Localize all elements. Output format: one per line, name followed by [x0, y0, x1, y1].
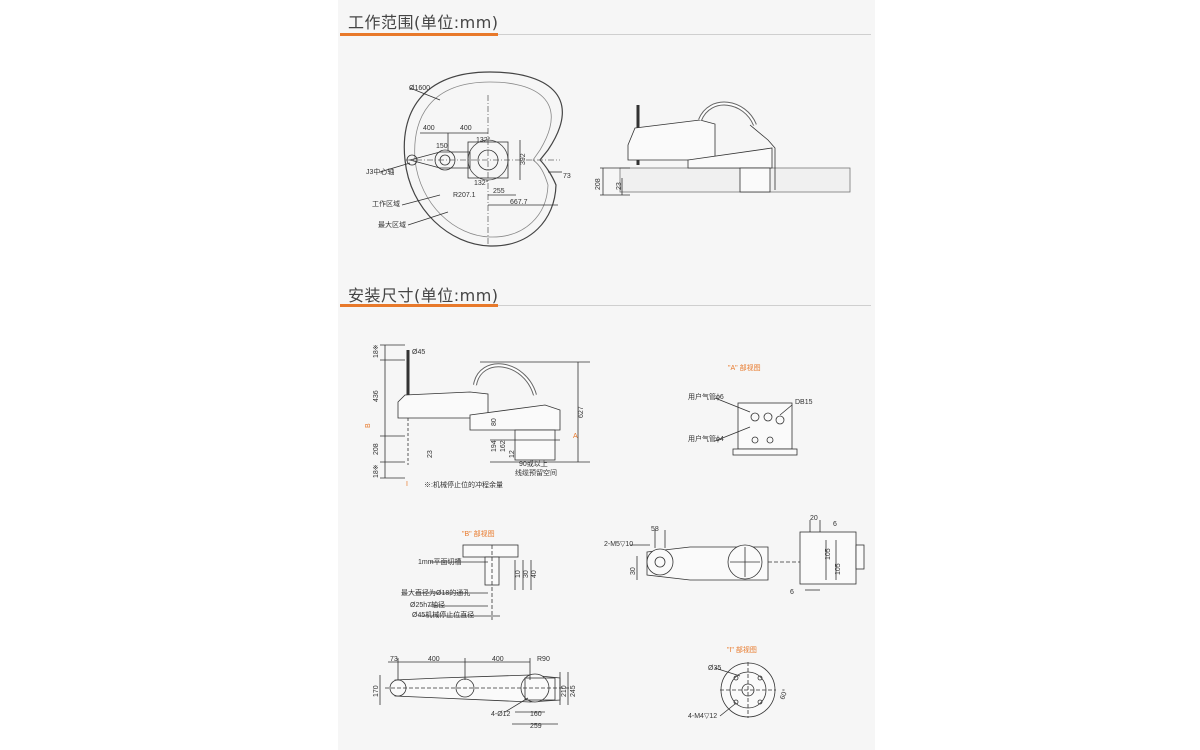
inst-dim-194: 194: [491, 440, 498, 452]
inst-dim-18-bot: 18※: [373, 464, 380, 478]
view-b-dim-40: 40: [531, 570, 538, 578]
view-b-dim-10: 10: [515, 570, 522, 578]
view-i-m4: 4-M4▽12: [688, 713, 717, 720]
work-range-side-view: 208 23: [595, 101, 851, 196]
top-dim-6a: 6: [833, 521, 837, 528]
bot-dim-259: 259: [530, 723, 542, 730]
bot-dim-400a: 400: [428, 656, 440, 663]
top-dim-30: 30: [630, 567, 637, 575]
install-bottom-view: 73 400 400 R90 170 210 245 160 259 4-Ø12: [373, 656, 577, 730]
dim-73: 73: [563, 173, 571, 180]
dim-255: 255: [493, 188, 505, 195]
view-b-shaft: Ø25h7轴径: [410, 600, 445, 609]
content-panel: [338, 0, 875, 750]
bot-dim-210: 210: [561, 685, 568, 697]
dim-132-b: 132°: [474, 179, 489, 187]
bot-dim-r90: R90: [537, 656, 550, 663]
view-b-cut: 1mm平面切槽: [418, 557, 462, 566]
side-dim-208: 208: [595, 178, 602, 190]
inst-dim-162: 162: [500, 440, 507, 452]
inst-dim-208: 208: [373, 443, 380, 455]
view-a: "A" 部视图 用户气管ϕ6 用户气管ϕ4 DB15: [688, 363, 813, 456]
inst-dim-80: 80: [491, 418, 498, 426]
section-accent-bar: [340, 304, 498, 307]
inst-dim-627: 627: [578, 406, 585, 418]
dim-r207: R207.1: [453, 192, 476, 199]
bot-dim-400b: 400: [492, 656, 504, 663]
inst-dim-12: 12: [509, 450, 516, 458]
inst-diam-45: Ø45: [412, 349, 425, 356]
top-dim-105b: 105: [835, 563, 842, 575]
top-dim-m5: 2-M5▽10: [604, 541, 633, 548]
inst-label-90: 90或以上: [519, 459, 548, 468]
bot-dim-170: 170: [373, 685, 380, 697]
view-a-air4: 用户气管ϕ4: [688, 434, 724, 443]
section-divider: [340, 34, 871, 35]
bot-dim-245: 245: [570, 685, 577, 697]
top-dim-105a: 105: [825, 548, 832, 560]
view-b-title: "B" 部视图: [462, 529, 495, 538]
view-a-title: "A" 部视图: [728, 363, 761, 372]
top-dim-58: 58: [651, 526, 659, 533]
dim-400-b: 400: [460, 125, 472, 132]
view-b-stop: Ø45机械停止位直径: [412, 610, 474, 619]
label-j3-axis: J3中心轴: [366, 167, 394, 176]
install-top-view: 58 2-M5▽10 30 20 6 105 105 6: [604, 515, 865, 596]
view-b-hole: 最大直径为Ø18的通孔: [401, 588, 470, 597]
bot-dim-73: 73: [390, 656, 398, 663]
top-dim-20: 20: [810, 515, 818, 522]
inst-label-b: B: [365, 423, 372, 428]
view-i-title: "I" 部视图: [727, 645, 757, 654]
section-title-install: 安装尺寸(单位:mm): [348, 286, 499, 305]
view-b-dim-30: 30: [523, 570, 530, 578]
view-a-db15: DB15: [795, 399, 813, 406]
label-max-area: 最大区域: [378, 220, 406, 229]
top-dim-6b: 6: [790, 589, 794, 596]
dim-667: 667.7: [510, 199, 528, 206]
inst-dim-18-top: 18※: [373, 344, 380, 358]
work-range-top-view: Ø1600 400 400 150 132° 132° 392 255 R207…: [366, 71, 571, 247]
section-title-work-range: 工作范围(单位:mm): [348, 13, 499, 32]
bot-dim-160: 160: [530, 711, 542, 718]
dim-diam-1600: Ø1600: [409, 85, 430, 92]
bot-dim-4d12: 4-Ø12: [491, 711, 511, 718]
inst-label-i: I: [406, 481, 408, 488]
dim-132-a: 132°: [476, 136, 491, 144]
label-work-area: 工作区域: [372, 199, 400, 208]
dim-392: 392: [520, 153, 527, 165]
section-divider: [340, 305, 871, 306]
dim-150: 150: [436, 143, 448, 150]
install-side-view: Ø45 18※ 436 208 18※ 23 80 194 162 12 627…: [365, 344, 590, 489]
section-accent-bar: [340, 33, 498, 36]
view-i: "I" 部视图 Ø35 60° 4-M4▽12: [688, 645, 790, 720]
view-b: "B" 部视图 1mm平面切槽 最大直径为Ø18的通孔 Ø25h7轴径 Ø45机…: [401, 529, 538, 620]
view-a-air6: 用户气管ϕ6: [688, 392, 724, 401]
inst-dim-436: 436: [373, 390, 380, 402]
view-i-d35: Ø35: [708, 665, 721, 672]
inst-label-a: A: [573, 433, 578, 440]
inst-footnote: ※:机械停止位的冲程余量: [424, 480, 503, 489]
inst-dim-23: 23: [427, 450, 434, 458]
inst-label-cable: 线缆预留空间: [515, 468, 557, 477]
dim-400-a: 400: [423, 125, 435, 132]
view-i-60: 60°: [778, 688, 789, 701]
side-dim-23: 23: [616, 182, 623, 190]
